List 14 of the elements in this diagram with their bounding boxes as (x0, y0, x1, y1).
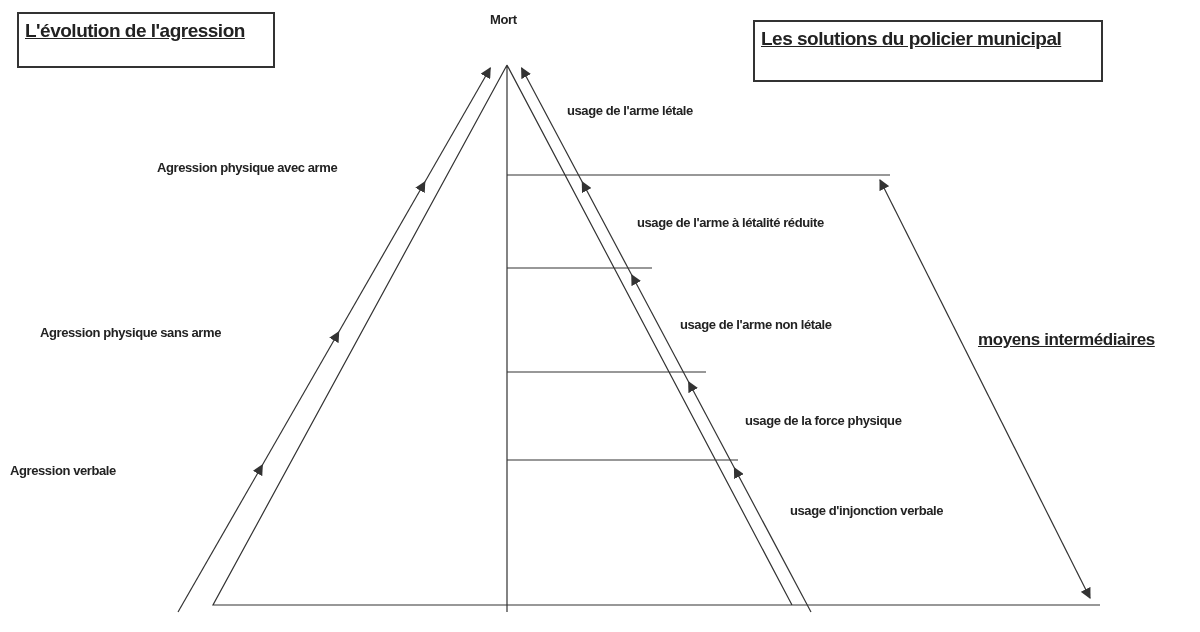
level-label: usage d'injonction verbale (790, 503, 944, 518)
level-label: Agression physique avec arme (157, 160, 338, 175)
level-label: usage de l'arme létale (567, 103, 693, 118)
apex-label: Mort (490, 12, 517, 27)
title-box (17, 12, 275, 68)
level-label: usage de la force physique (745, 413, 902, 428)
title-box (753, 20, 1103, 82)
level-label: Agression verbale (10, 463, 116, 478)
level-label: usage de l'arme à létalité réduite (637, 215, 824, 230)
title-text: L'évolution de l'agression (25, 20, 245, 41)
range-label: moyens intermédiaires (978, 330, 1155, 350)
level-label: Agression physique sans arme (40, 325, 221, 340)
level-label: usage de l'arme non létale (680, 317, 832, 332)
title-text: Les solutions du policier municipal (761, 28, 1062, 49)
